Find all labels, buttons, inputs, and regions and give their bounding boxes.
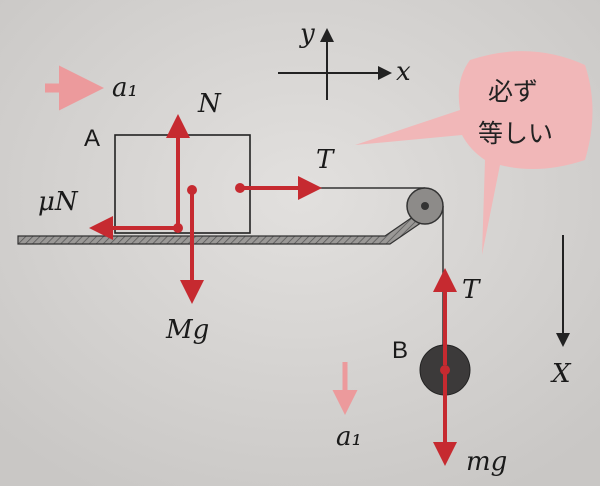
y-axis-label: y bbox=[299, 19, 315, 49]
point-center-b bbox=[440, 365, 450, 375]
accel-b-label: a₁ bbox=[336, 422, 362, 452]
callout-line2: 等しい bbox=[478, 119, 553, 148]
accel-a-label: a₁ bbox=[112, 73, 138, 103]
normal-force-label: N bbox=[197, 89, 222, 119]
point-center-a bbox=[187, 185, 197, 195]
tension-a-label: T bbox=[316, 145, 335, 175]
X-axis-label: X bbox=[550, 359, 572, 389]
tension-b-label: T bbox=[462, 275, 481, 305]
callout-line1: 必ず bbox=[488, 77, 538, 106]
friction-force-label: μN bbox=[38, 187, 79, 217]
x-axis-label: x bbox=[396, 57, 411, 87]
pulley bbox=[406, 187, 444, 225]
callout-bubble: 必ず 等しい bbox=[355, 51, 593, 255]
point-rope-a bbox=[235, 183, 245, 193]
block-a-label: A bbox=[84, 125, 100, 152]
weight-b-label: mg bbox=[466, 447, 507, 477]
axes: y x X bbox=[278, 19, 572, 389]
block-b-label: B bbox=[392, 337, 408, 364]
point-contact bbox=[173, 223, 183, 233]
weight-a-label: Mg bbox=[165, 315, 209, 345]
